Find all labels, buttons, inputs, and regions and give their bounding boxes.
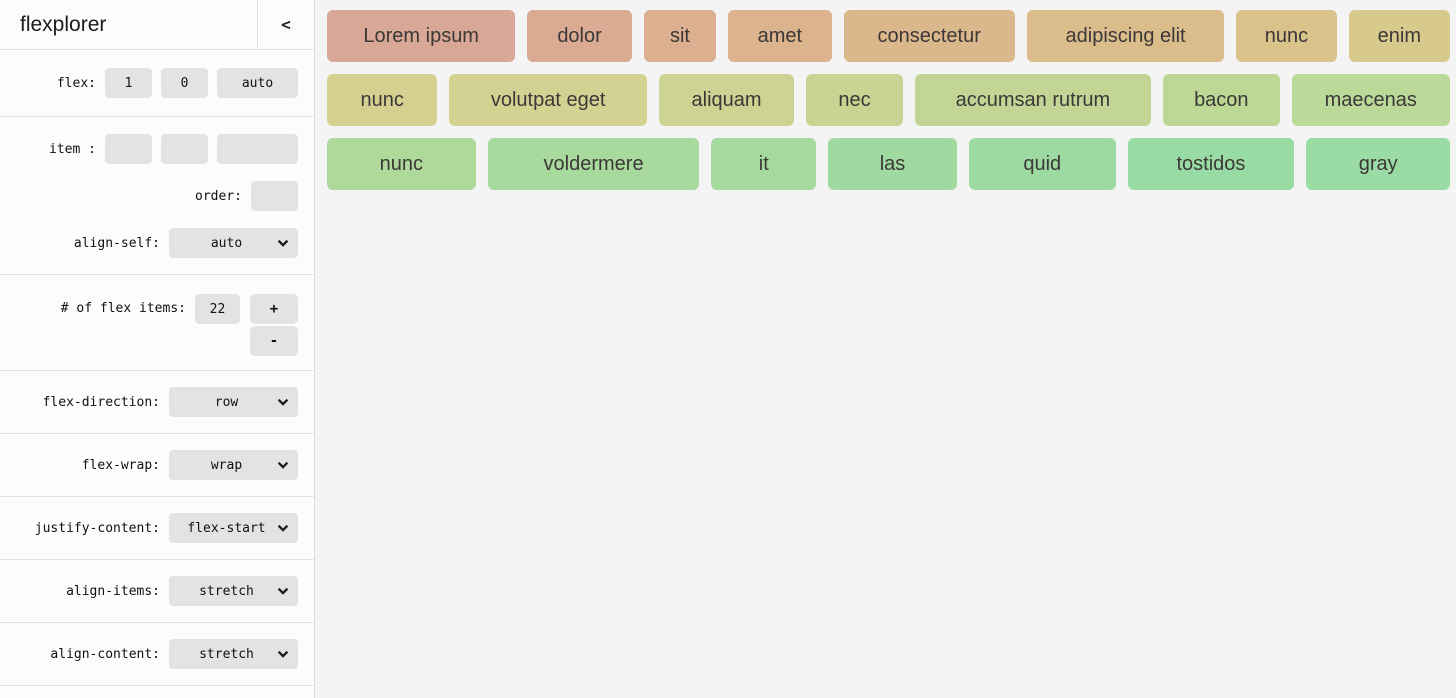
flex-item[interactable]: consectetur bbox=[843, 10, 1015, 62]
flex-label: flex: bbox=[56, 75, 96, 91]
flex-item[interactable]: quid bbox=[968, 138, 1116, 190]
flex-item[interactable]: aliquam bbox=[658, 74, 795, 126]
sidebar-header: flexplorer < bbox=[0, 0, 314, 50]
section-flex-item-count: # of flex items: + - bbox=[0, 275, 314, 371]
justify-content-label: justify-content: bbox=[34, 520, 160, 536]
align-self-select[interactable]: auto bbox=[169, 228, 298, 258]
flex-item[interactable]: amet bbox=[728, 10, 832, 62]
flex-item[interactable]: nunc bbox=[327, 74, 438, 126]
flex-item[interactable]: it bbox=[711, 138, 817, 190]
item-label: item : bbox=[49, 141, 96, 157]
flex-items-count-input[interactable] bbox=[195, 294, 240, 324]
flex-item[interactable]: bacon bbox=[1163, 74, 1280, 126]
flex-item[interactable]: las bbox=[828, 138, 957, 190]
section-flex-direction: flex-direction: row bbox=[0, 371, 314, 434]
flex-item[interactable]: gray bbox=[1306, 138, 1451, 190]
sidebar-collapse-button[interactable]: < bbox=[257, 0, 314, 49]
section-item: item : order: align-self: auto bbox=[0, 117, 314, 275]
item-flex-grow-input[interactable] bbox=[105, 134, 152, 164]
item-flex-shrink-input[interactable] bbox=[161, 134, 208, 164]
section-align-items: align-items: stretch bbox=[0, 560, 314, 623]
flex-item[interactable]: voldermere bbox=[487, 138, 700, 190]
flex-item[interactable]: sit bbox=[643, 10, 717, 62]
decrement-button[interactable]: - bbox=[250, 326, 298, 356]
flex-item[interactable]: accumsan rutrum bbox=[914, 74, 1152, 126]
flex-grow-input[interactable] bbox=[105, 68, 152, 98]
section-justify-content: justify-content: flex-start bbox=[0, 497, 314, 560]
flex-wrap-select[interactable]: wrap bbox=[169, 450, 298, 480]
justify-content-select[interactable]: flex-start bbox=[169, 513, 298, 543]
flex-item[interactable]: dolor bbox=[527, 10, 632, 62]
flex-item[interactable]: volutpat eget bbox=[449, 74, 647, 126]
sidebar: flexplorer < flex: item : order: align-s… bbox=[0, 0, 315, 698]
order-input[interactable] bbox=[251, 181, 298, 211]
section-flex-wrap: flex-wrap: wrap bbox=[0, 434, 314, 497]
item-flex-basis-input[interactable] bbox=[217, 134, 298, 164]
flex-item[interactable]: maecenas bbox=[1291, 74, 1450, 126]
align-items-select[interactable]: stretch bbox=[169, 576, 298, 606]
flex-item[interactable]: Lorem ipsum bbox=[327, 10, 516, 62]
flex-item[interactable]: enim bbox=[1348, 10, 1450, 62]
flex-items-count-label: # of flex items: bbox=[60, 301, 186, 316]
align-content-select[interactable]: stretch bbox=[169, 639, 298, 669]
flex-direction-select[interactable]: row bbox=[169, 387, 298, 417]
flex-direction-label: flex-direction: bbox=[42, 394, 160, 410]
flex-items-count-stepper: + - bbox=[250, 294, 298, 356]
flex-item[interactable]: tostidos bbox=[1127, 138, 1295, 190]
flex-shrink-input[interactable] bbox=[161, 68, 208, 98]
order-label: order: bbox=[195, 188, 242, 204]
increment-button[interactable]: + bbox=[250, 294, 298, 324]
flex-wrap-label: flex-wrap: bbox=[81, 457, 160, 473]
section-flex: flex: bbox=[0, 50, 314, 117]
flex-item[interactable]: adipiscing elit bbox=[1026, 10, 1225, 62]
section-align-content: align-content: stretch bbox=[0, 623, 314, 686]
align-self-label: align-self: bbox=[73, 235, 160, 251]
flex-basis-input[interactable] bbox=[217, 68, 298, 98]
flex-item[interactable]: nec bbox=[806, 74, 903, 126]
flex-item[interactable]: nunc bbox=[1236, 10, 1337, 62]
align-items-label: align-items: bbox=[66, 583, 160, 599]
app-title: flexplorer bbox=[20, 13, 107, 36]
align-content-label: align-content: bbox=[50, 646, 160, 662]
flex-item[interactable]: nunc bbox=[327, 138, 476, 190]
